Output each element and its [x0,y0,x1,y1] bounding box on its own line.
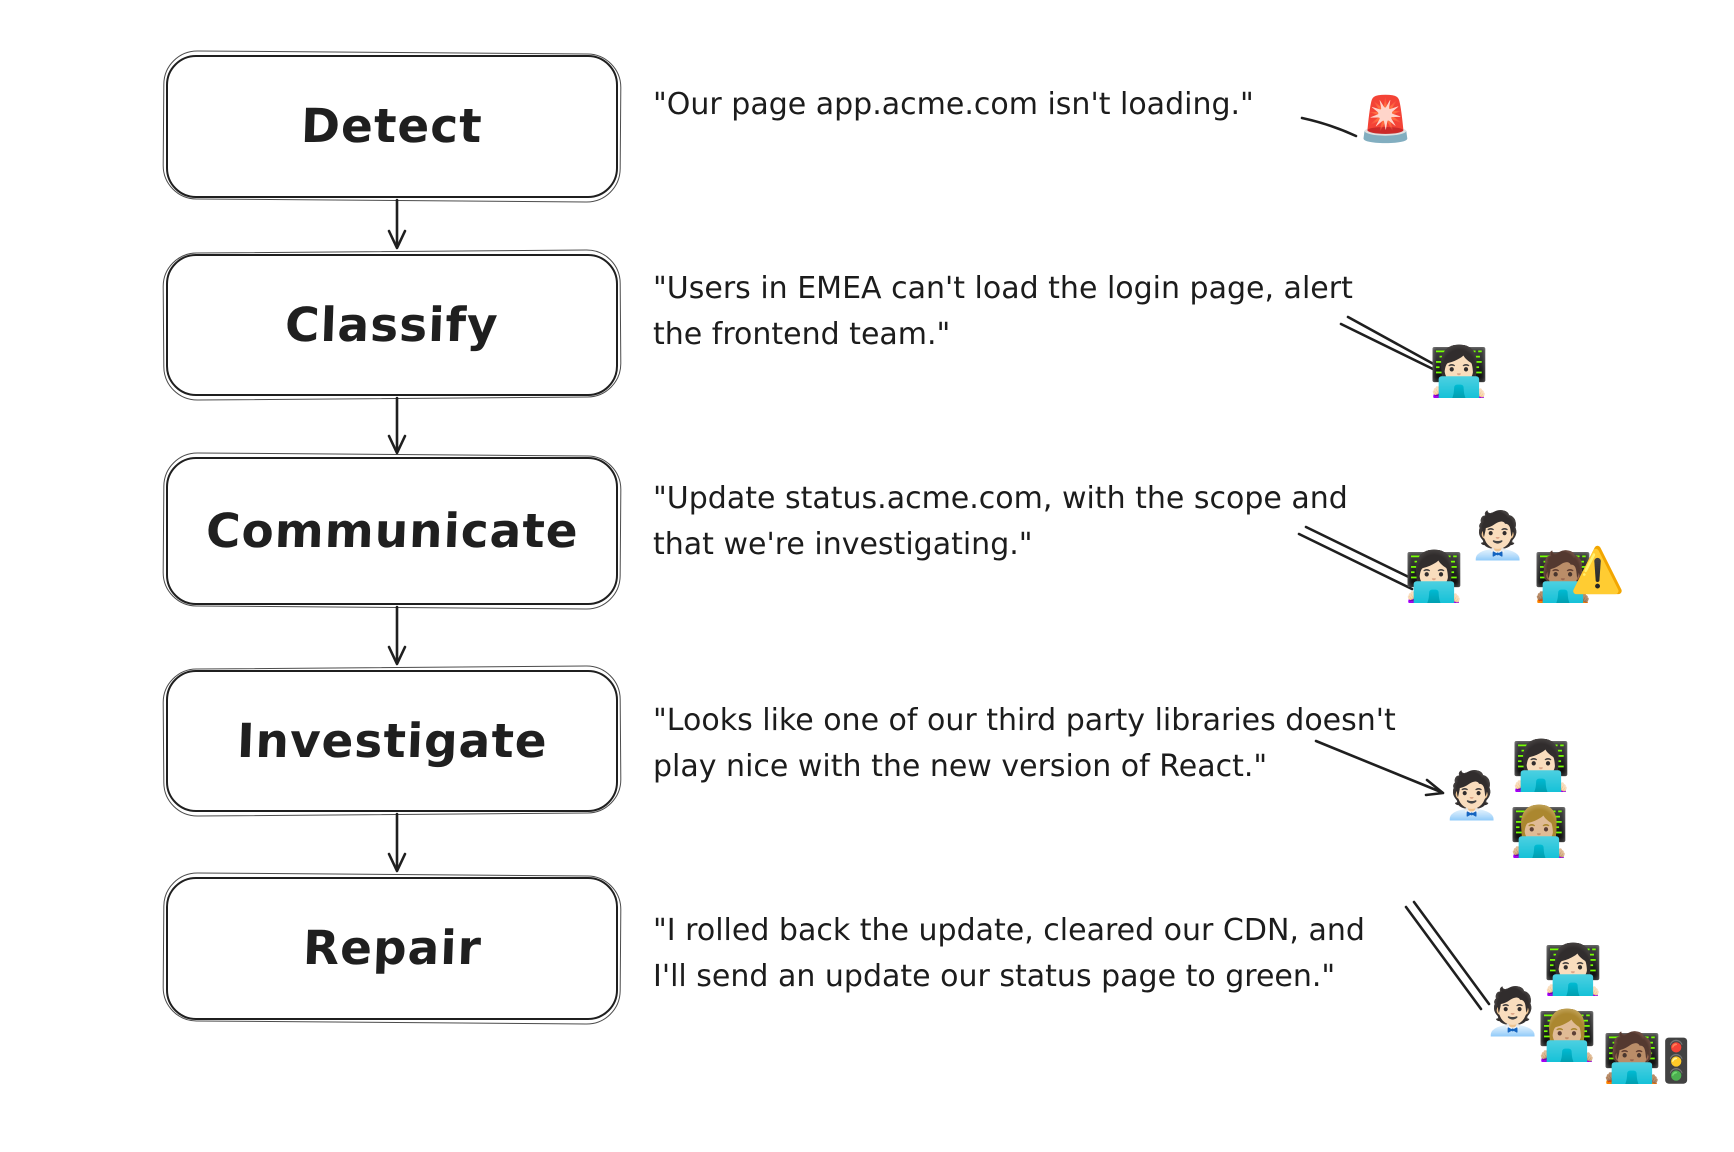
woman-technologist-blonde-icon: 👩🏼‍💻 [1537,1008,1597,1064]
step-label-detect: Detect [300,99,484,154]
arrow-classify-communicate [387,396,407,455]
arrow-detect-classify [387,198,407,250]
office-worker-icon: 🧑🏻‍💼 [1443,768,1501,822]
office-worker-icon: 🧑🏻‍💼 [1484,984,1542,1038]
step-box-communicate: Communicate [166,457,618,605]
quote-communicate-line2: that we're investigating." [653,527,1033,562]
technologist-icon: 🧑🏽‍💻 [1533,549,1593,605]
step-label-classify: Classify [284,297,500,353]
quote-repair-line1: "I rolled back the update, cleared our C… [653,913,1365,948]
quote-investigate-line2: play nice with the new version of React.… [653,749,1268,784]
woman-technologist-icon: 👩🏻‍💻 [1429,344,1489,400]
quote-repair: "I rolled back the update, cleared our C… [653,908,1365,1000]
quote-classify-line2: the frontend team." [653,317,951,352]
quote-investigate: "Looks like one of our third party libra… [653,698,1396,790]
quote-classify: "Users in EMEA can't load the login page… [653,266,1353,358]
connector-repair-quote [1404,900,1491,1011]
step-label-repair: Repair [301,921,483,976]
woman-technologist-icon: 👩🏻‍💻 [1543,942,1603,998]
quote-repair-line2: I'll send an update our status page to g… [653,959,1336,994]
arrow-communicate-investigate [387,605,407,666]
quote-communicate-line1: "Update status.acme.com, with the scope … [653,481,1348,516]
traffic-light-icon: 🚦 [1650,1036,1703,1085]
step-box-detect: Detect [166,55,618,198]
warning-icon: ⚠️ [1570,545,1625,596]
woman-technologist-blonde-icon: 👩🏼‍💻 [1509,804,1569,860]
step-box-repair: Repair [166,877,618,1020]
police-car-light-icon: 🚨 [1358,94,1413,145]
quote-communicate: "Update status.acme.com, with the scope … [653,476,1348,568]
step-label-investigate: Investigate [235,713,549,769]
quote-investigate-line1: "Looks like one of our third party libra… [653,703,1396,738]
step-box-investigate: Investigate [166,670,618,812]
quote-detect-line1: "Our page app.acme.com isn't loading." [653,87,1254,122]
office-worker-icon: 🧑🏻‍💼 [1469,508,1527,562]
arrow-investigate-repair [387,812,407,873]
quote-detect: "Our page app.acme.com isn't loading." [653,82,1254,128]
woman-technologist-icon: 👩🏻‍💻 [1404,549,1464,605]
step-box-classify: Classify [166,254,618,396]
woman-technologist-icon: 👩🏻‍💻 [1511,738,1571,794]
technologist-icon: 🧑🏽‍💻 [1602,1030,1662,1086]
connector-classify-quote [1339,315,1441,373]
quote-classify-line1: "Users in EMEA can't load the login page… [653,271,1353,306]
connector-detect-quote [1300,116,1358,138]
step-label-communicate: Communicate [204,503,580,559]
